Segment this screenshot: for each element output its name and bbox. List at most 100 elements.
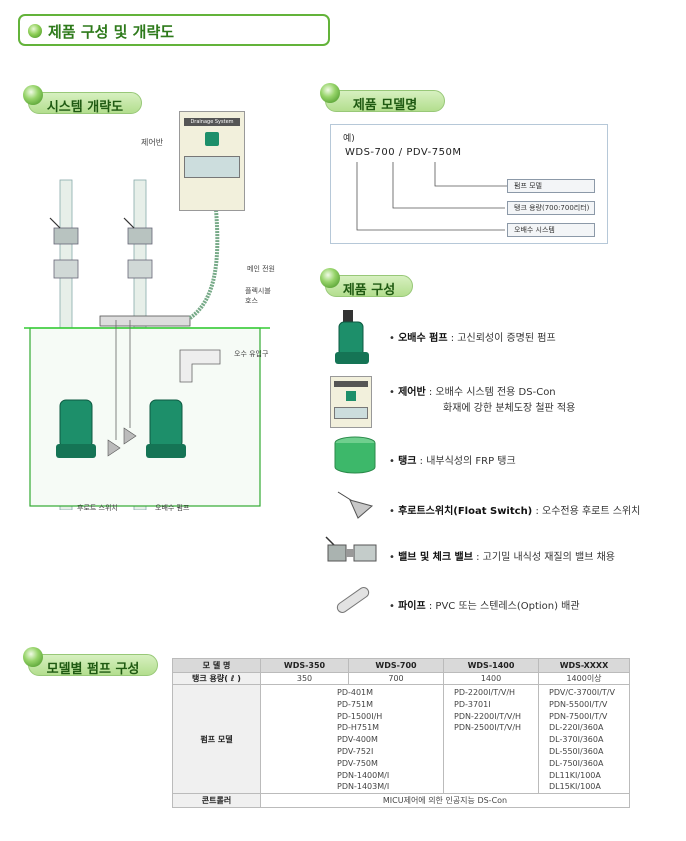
pump-item: PDV-750M: [337, 758, 378, 768]
model-connector-lines: [356, 162, 507, 231]
section-title: 시스템 개략도: [46, 100, 124, 115]
component-control-panel: • 제어반 : 오배수 시스템 전용 DS-Con: [389, 387, 556, 398]
valve-icon: [325, 536, 377, 562]
pumps-1400: PD-2200I/T/V/H PD-3701I PDN-2200I/T/V/H …: [443, 683, 539, 795]
pump-item: PDN-2200I/T/V/H: [454, 711, 522, 721]
panel-switches: [184, 156, 240, 178]
valve-right: [127, 227, 153, 245]
component-pump: • 오배수 펌프 : 고신뢰성이 증명된 펌프: [389, 333, 556, 344]
pumps-xxxx: PDV/C-3700I/T/V PDN-5500I/T/V PDN-7500I/…: [538, 683, 630, 795]
header-wds-xxxx: WDS-XXXX: [538, 658, 630, 673]
pump-item: PDV-400M: [337, 735, 378, 745]
check-valve-right: [127, 259, 153, 279]
pump-config-table: 모 델 명 WDS-350 WDS-700 WDS-1400 WDS-XXXX …: [172, 658, 630, 809]
bullet-icon: [23, 85, 43, 105]
component-pipe: • 파이프 : PVC 또는 스텐레스(Option) 배관: [389, 601, 580, 612]
section-system-diagram: 시스템 개략도: [23, 85, 142, 115]
pump-item: DL11KI/100A: [549, 770, 601, 780]
pump-right: [149, 399, 183, 449]
pump-item: DL-370I/360A: [549, 735, 604, 745]
pump-item: DL-550I/360A: [549, 746, 604, 756]
capacity-700: 700: [348, 672, 444, 685]
pump-item: DL-750I/360A: [549, 758, 604, 768]
pipe-icon: [336, 587, 370, 613]
bullet-icon: [320, 83, 340, 103]
pump-item: PDN-1400M/I: [337, 770, 390, 780]
pump-item: PDV-752I: [337, 746, 374, 756]
tank-cover: [99, 315, 191, 327]
pump-item: PD-H751M: [337, 723, 380, 733]
check-valve-left: [53, 259, 79, 279]
header-wds-700: WDS-700: [348, 658, 444, 673]
model-example-box: 예) WDS-700 / PDV-750M 펌프 모델 탱크 용량(700:70…: [330, 124, 608, 244]
section-title: 제품 구성: [342, 283, 396, 298]
pump-item: DL15KI/100A: [549, 782, 601, 792]
header-wds-350: WDS-350: [260, 658, 349, 673]
table-row-pump-models: 펌프 모델 PD-401M PD-751M PD-1500I/H PD-H751…: [172, 683, 630, 795]
capacity-1400: 1400: [443, 672, 539, 685]
table-header-row: 모 델 명 WDS-350 WDS-700 WDS-1400 WDS-XXXX: [172, 658, 630, 673]
model-label-tank: 탱크 용량(700:700리터): [507, 201, 595, 215]
float-switch-icon: [337, 491, 374, 519]
system-diagram: [24, 179, 270, 510]
section-model-name: 제품 모델명: [320, 83, 445, 113]
pump-item: PDN-7500I/T/V: [549, 711, 608, 721]
component-float-switch: • 후로트스위치(Float Switch) : 오수전용 후로트 스위치: [389, 506, 641, 517]
section-title: 제품 모델명: [352, 98, 418, 113]
model-label-system: 오배수 시스템: [507, 223, 595, 237]
pump-item: PD-401M: [337, 688, 374, 697]
model-label-pump: 펌프 모델: [507, 179, 595, 193]
pump-left: [59, 399, 93, 449]
label-drain-pump: 오배수 펌프: [155, 504, 190, 512]
bullet-icon: [23, 647, 43, 667]
panel-indicator-icon: [205, 132, 219, 146]
row-label-controller: 콘트롤러: [172, 793, 261, 809]
bullet-icon: [28, 24, 42, 38]
controller-value: MICU제어에 의한 인공지능 DS-Con: [260, 793, 630, 809]
float-switch-icon: [107, 439, 121, 457]
label-flexible-hose: 플렉시블: [245, 287, 271, 295]
capacity-350: 350: [260, 672, 349, 685]
label-flexible-hose-2: 호스: [245, 297, 258, 305]
section-components: 제품 구성: [320, 268, 413, 298]
pump-item: PDN-1403M/I: [337, 782, 390, 792]
label-main-power: 메인 전원: [247, 265, 275, 273]
main-title-box: 제품 구성 및 개략도: [18, 14, 330, 46]
pump-item: PD-3701I: [454, 699, 491, 709]
label-float-switch: 후로트 스위치: [77, 504, 118, 512]
component-control-panel-desc2: 화재에 강한 분체도장 철판 적용: [443, 403, 576, 414]
label-control-panel: 제어반: [141, 138, 164, 147]
model-prefix: 예): [343, 134, 355, 144]
component-valves: • 밸브 및 체크 밸브 : 고기밀 내식성 재질의 밸브 채용: [389, 552, 615, 563]
drain-pump-icon: [335, 310, 369, 364]
pump-item: PD-751M: [337, 699, 374, 709]
component-tank: • 탱크 : 내부식성의 FRP 탱크: [389, 456, 516, 467]
pump-item: PDN-5500I/T/V: [549, 699, 608, 709]
valve-left: [53, 227, 79, 245]
row-label-capacity: 탱크 용량( ℓ ): [172, 672, 261, 685]
pump-item: PD-2200I/T/V/H: [454, 688, 516, 697]
pump-item: PD-1500I/H: [337, 711, 383, 721]
flexible-hose: [188, 209, 220, 320]
control-panel-icon: [330, 376, 372, 428]
table-row-controller: 콘트롤러 MICU제어에 의한 인공지능 DS-Con: [172, 793, 630, 809]
section-title: 모델별 펌프 구성: [46, 662, 140, 677]
pumps-350-700: PD-401M PD-751M PD-1500I/H PD-H751M PDV-…: [260, 683, 444, 795]
model-code: WDS-700 / PDV-750M: [345, 147, 462, 158]
section-pump-config: 모델별 펌프 구성: [23, 647, 158, 677]
sewage-inlet-pipe: [179, 349, 221, 383]
table-row-capacity: 탱크 용량( ℓ ) 350 700 1400 1400이상: [172, 672, 630, 685]
bullet-icon: [320, 268, 340, 288]
pump-item: DL-220I/360A: [549, 723, 604, 733]
pump-item: PDN-2500I/T/V/H: [454, 723, 522, 733]
panel-header: Drainage System: [184, 118, 240, 126]
page-title: 제품 구성 및 개략도: [48, 23, 175, 41]
header-model-name: 모 델 명: [172, 658, 261, 673]
capacity-xxxx: 1400이상: [538, 672, 630, 685]
label-sewage-inlet: 오수 유입구: [234, 350, 269, 358]
tank-icon: [334, 436, 376, 474]
row-label-pumps: 펌프 모델: [172, 683, 261, 795]
control-panel-box: Drainage System: [179, 111, 245, 211]
header-wds-1400: WDS-1400: [443, 658, 539, 673]
pump-item: PDV/C-3700I/T/V: [549, 688, 615, 697]
